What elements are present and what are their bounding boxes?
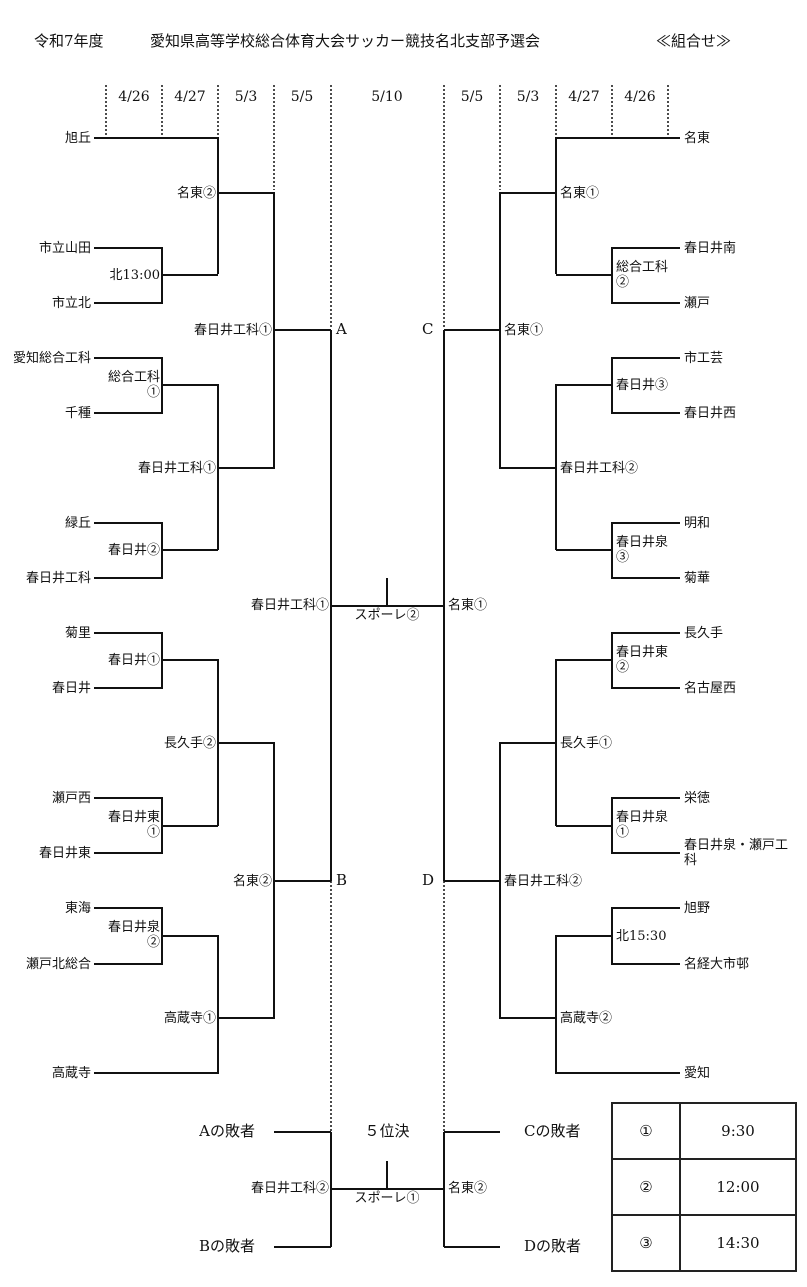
time-slot: ② [611,1158,681,1216]
team-left-13: 瀬戸北総合 [25,957,91,972]
right-r1-result-4: 春日井東② [616,645,669,675]
date-final: 5/10 [371,89,403,105]
team-right-2: 春日井南 [684,241,737,256]
left-r2-result-4: 高蔵寺① [163,1011,216,1026]
date-left-r2: 4/27 [174,89,206,105]
title-kind: ≪組合せ≫ [656,32,732,50]
block-c: C [422,320,434,338]
time-value: 12:00 [679,1158,797,1216]
fifth-left-result: 春日井工科② [250,1181,329,1196]
left-r1-result-2: 総合工科① [107,370,160,400]
team-left-5: 千種 [64,406,91,421]
time-value: 14:30 [679,1214,797,1272]
left-r1-result-4: 春日井① [107,653,160,668]
time-row: ① 9:30 [611,1102,797,1160]
team-right-4: 市工芸 [684,351,724,366]
team-left-4: 愛知総合工科 [12,351,91,366]
right-r2-result-4: 高蔵寺② [560,1011,613,1026]
fifth-d-loser: Dの敗者 [524,1237,582,1255]
right-r1-result-3: 春日井泉③ [616,535,669,565]
team-left-14: 高蔵寺 [51,1066,91,1081]
date-right-r1: 4/26 [624,89,656,105]
team-left-11: 春日井東 [38,846,91,861]
team-left-12: 東海 [64,901,91,916]
right-r2-result-3: 長久手① [560,736,613,751]
fifth-a-loser: Aの敗者 [199,1122,255,1140]
left-r3-result-1: 春日井工科① [193,323,272,338]
left-r3-result-2: 名東② [232,874,272,889]
date-right-r2: 4/27 [568,89,600,105]
block-b: B [336,871,348,889]
team-left-8: 菊里 [64,626,91,641]
team-right-7: 菊華 [684,571,711,586]
left-r1-result-6: 春日井泉② [107,920,160,950]
team-left-6: 緑丘 [64,516,91,531]
left-r2-result-2: 春日井工科① [137,461,216,476]
right-r2-result-1: 名東① [560,186,600,201]
team-right-1: 名東 [684,131,711,146]
right-r3-result-2: 春日井工科② [504,874,583,889]
left-r1-result-3: 春日井② [107,543,160,558]
fifth-title: ５位決 [364,1122,410,1140]
team-right-8: 長久手 [684,626,724,641]
final-left-result: 春日井工科① [250,598,329,613]
time-value: 9:30 [679,1102,797,1160]
date-left-r3: 5/3 [234,89,258,105]
time-row: ② 12:00 [611,1158,797,1216]
final-venue: スポーレ② [354,608,420,623]
right-r1-result-1: 総合工科② [616,260,669,290]
team-right-3: 瀬戸 [684,296,711,311]
block-d: D [422,871,435,889]
team-left-3: 市立北 [51,296,91,311]
fifth-right-result: 名東② [448,1181,488,1196]
left-r1-result-1: 北13:00 [109,268,160,283]
team-left-2: 市立山田 [38,241,91,256]
right-r1-result-6: 北15:30 [616,929,667,944]
team-left-10: 瀬戸西 [51,791,91,806]
block-a: A [336,320,347,338]
right-r3-result-1: 名東① [504,323,544,338]
team-right-12: 旭野 [684,901,711,916]
date-left-r1: 4/26 [118,89,150,105]
team-right-11: 春日井泉・瀬戸工科 [684,838,789,868]
date-right-r3: 5/3 [516,89,540,105]
time-slot: ③ [611,1214,681,1272]
team-right-14: 愛知 [684,1066,711,1081]
date-right-r4: 5/5 [460,89,484,105]
team-left-9: 春日井 [51,681,91,696]
right-r2-result-2: 春日井工科② [560,461,639,476]
team-left-1: 旭丘 [64,131,91,146]
kickoff-time-table: ① 9:30 ② 12:00 ③ 14:30 [611,1102,797,1272]
fifth-venue: スポーレ① [354,1191,420,1206]
final-right-result: 名東① [448,598,488,613]
left-r2-result-1: 名東② [176,186,216,201]
title-event: 愛知県高等学校総合体育大会サッカー競技名北支部予選会 [150,32,541,50]
time-slot: ① [611,1102,681,1160]
team-right-10: 栄徳 [684,791,711,806]
right-r1-result-5: 春日井泉① [616,810,669,840]
fifth-b-loser: Bの敗者 [198,1237,255,1255]
time-row: ③ 14:30 [611,1214,797,1272]
team-right-13: 名経大市邨 [684,957,750,972]
team-left-7: 春日井工科 [25,571,91,586]
left-r2-result-3: 長久手② [163,736,216,751]
title-year: 令和7年度 [34,32,104,50]
team-right-5: 春日井西 [684,406,737,421]
right-r1-result-2: 春日井③ [616,378,669,393]
left-r1-result-5: 春日井東① [107,810,160,840]
team-right-9: 名古屋西 [684,681,737,696]
team-right-6: 明和 [684,516,711,531]
date-left-r4: 5/5 [290,89,314,105]
fifth-c-loser: Cの敗者 [524,1122,581,1140]
